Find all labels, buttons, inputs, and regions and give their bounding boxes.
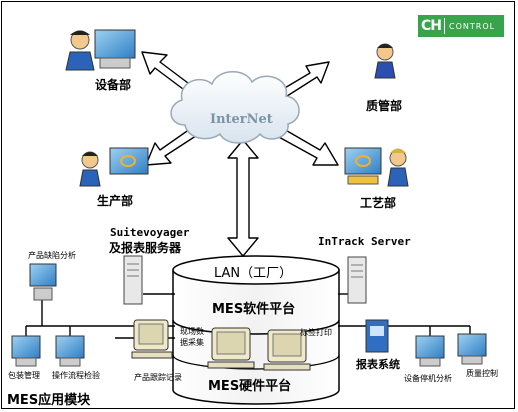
label-print-pc-icon (263, 329, 311, 371)
quality-dept-icon (374, 43, 396, 79)
production-dept-icon (79, 147, 149, 187)
process-dept-label: 工艺部 (360, 196, 397, 210)
packaging-label: 包装管理 (8, 371, 40, 380)
intrack-server-name: InTrack Server (318, 235, 411, 248)
packaging-pc-icon (11, 335, 41, 367)
quality-dept-label: 质管部 (366, 99, 403, 113)
internet-label: InterNet (210, 112, 273, 127)
network-arrows (141, 51, 339, 257)
operation-inspection-pc-icon (55, 335, 85, 367)
software-platform-label: MES软件平台 (212, 302, 296, 317)
defect-analysis-label: 产品缺陷分析 (28, 251, 76, 260)
internet-cloud (170, 71, 300, 144)
process-dept-icon (344, 147, 409, 187)
operation-inspection-label: 操作流程检验 (52, 371, 100, 380)
field-data-label-line1: 现场数 (180, 327, 204, 336)
report-system-label: 报表系统 (356, 358, 400, 371)
production-dept-label: 生产部 (97, 194, 134, 208)
hardware-platform-label: MES硬件平台 (208, 379, 292, 394)
suitevoyager-server-subtitle: 及报表服务器 (109, 241, 182, 255)
company-logo: CH CONTROL (418, 15, 504, 37)
suitevoyager-server-icon (123, 255, 143, 305)
mes-modules-title: MES应用模块 (7, 393, 91, 408)
equipment-dept-icon (65, 29, 136, 71)
lan-label: LAN（工厂） (214, 266, 293, 281)
downtime-analysis-label: 设备停机分析 (404, 374, 452, 383)
field-data-label-line2: 据采集 (180, 338, 204, 347)
report-system-icon (365, 319, 389, 353)
quality-control-label: 质量控制 (466, 369, 498, 378)
field-data-pc-icon (207, 327, 255, 369)
logo-word: CONTROL (449, 21, 496, 31)
label-print-label: 标签打印 (300, 328, 332, 337)
equipment-dept-label: 设备部 (95, 78, 132, 92)
intrack-server-icon (347, 256, 367, 304)
quality-control-pc-icon (457, 333, 487, 365)
downtime-analysis-pc-icon (415, 335, 445, 367)
logo-mark: CH (418, 18, 445, 34)
tracking-record-label: 产品跟踪记录 (134, 373, 182, 382)
tracking-record-pc-icon (131, 319, 173, 359)
defect-analysis-pc-icon (29, 263, 57, 301)
suitevoyager-server-name: Suitevoyager (110, 226, 190, 239)
